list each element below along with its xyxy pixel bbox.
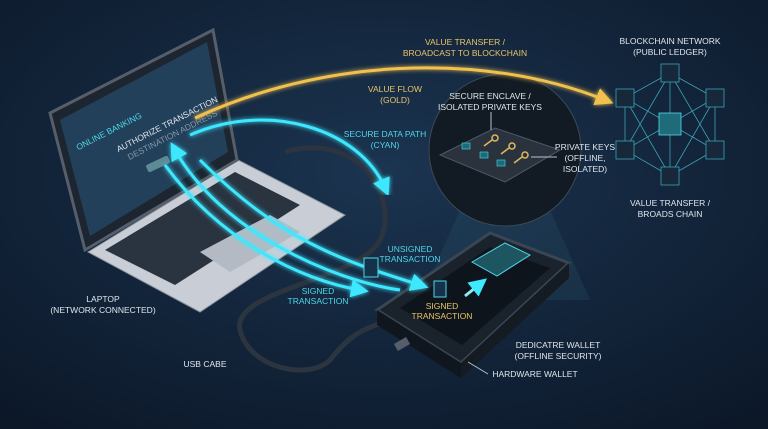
laptop: ONLINE BANKING AUTHORIZE TRANSACTION DES… [48,27,346,313]
wallet-label: (OFFLINE SECURITY) [515,351,602,361]
private-keys-label: ISOLATED) [563,164,607,174]
blockchain-label: BLOCKCHAIN NETWORK [619,36,720,46]
lock-icon [461,142,506,167]
blockchain-sub-label: BROADS CHAIN [638,209,703,219]
private-keys-label: (OFFLINE, [564,153,605,163]
blockchain-network [615,63,725,186]
wallet-screen [470,242,532,277]
signed-label: SIGNED [302,286,335,296]
enclave-label: SECURE ENCLAVE / [449,91,531,101]
value-flow-label: VALUE FLOW [368,84,422,94]
usb-connector [393,337,411,351]
leader-line [467,361,489,375]
wallet-label: DEDICATRE WALLET [516,340,601,350]
usb-cable-label: USB CABE [184,359,227,369]
hardware-wallet-label: HARDWARE WALLET [492,369,577,379]
secure-path-label: (CYAN) [371,140,400,150]
cube-icon [658,112,682,136]
authorize-button[interactable] [145,155,170,173]
outgoing-arrow [163,164,369,298]
arrow-icon [464,278,488,298]
blockchain-sub-label: VALUE TRANSFER / [630,198,711,208]
cube-icon [615,63,725,186]
signed-device-label: TRANSACTION [412,311,473,321]
private-keys-label: PRIVATE KEYS [555,142,615,152]
value-flow-arrow [194,66,614,120]
value-flow-label: (GOLD) [380,95,410,105]
unsigned-label: TRANSACTION [380,254,441,264]
key-icon [483,134,529,164]
value-transfer-label: BROADCAST TO BLOCKCHAIN [403,48,527,58]
keyboard [105,172,300,285]
unsigned-label: UNSIGNED [388,244,433,254]
signed-transaction-arrow [170,142,401,292]
laptop-label: LAPTOP [86,294,120,304]
document-icon [363,257,379,278]
unsigned-transaction-arrow [198,158,429,291]
value-transfer-label: VALUE TRANSFER / [425,37,506,47]
laptop-label: (NETWORK CONNECTED) [50,305,155,315]
blockchain-label: (PUBLIC LEDGER) [633,47,707,57]
signed-document-icon [433,280,447,298]
signed-label: TRANSACTION [288,296,349,306]
enclave-label: ISOLATED PRIVATE KEYS [438,102,542,112]
secure-data-path-arrow [189,118,390,197]
secure-path-label: SECURE DATA PATH [344,129,427,139]
signed-device-label: SIGNED [426,301,459,311]
